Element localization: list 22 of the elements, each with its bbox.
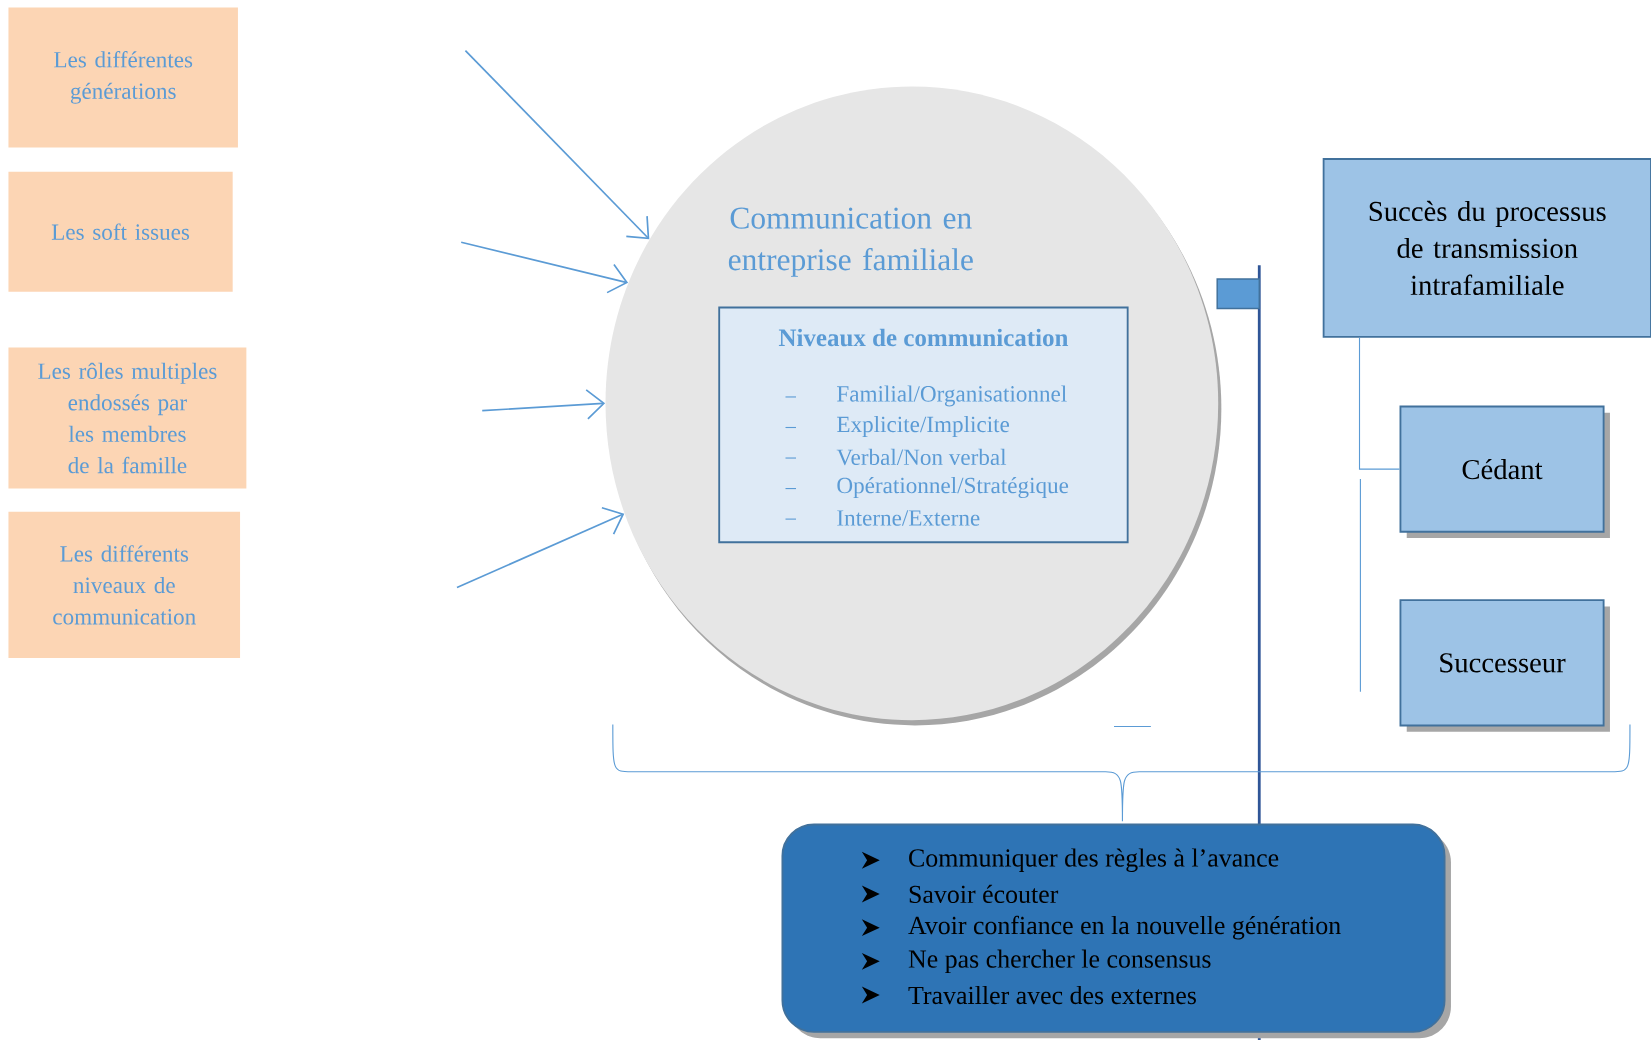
goal-box: Succès du processus de transmission intrafamiliale xyxy=(1322,157,1651,338)
list-item: Avoir confiance en la nouvelle génération xyxy=(908,915,1341,940)
arrow xyxy=(464,49,650,240)
role-box: Cédant xyxy=(1399,405,1610,538)
factor-box: Les différentes générations xyxy=(8,7,238,148)
list-item: Communiquer des règles à l’avance xyxy=(909,848,1279,872)
factor-box: Les rôles multiples endossés par les membres de la famille xyxy=(8,347,247,489)
list-item: Travailler avec des externes xyxy=(908,985,1196,1004)
factor-box: Les soft issues xyxy=(8,171,233,292)
factor-box: Les différents niveaux de communication xyxy=(8,511,241,658)
list-item: Explicite/Implicite xyxy=(837,415,1010,437)
list-item: Verbal/Non verbal xyxy=(836,448,1007,466)
list-item: Ne pas chercher le consensus xyxy=(908,949,1211,973)
role-box: Successeur xyxy=(1399,599,1610,732)
arrow xyxy=(456,506,625,589)
list-item: Savoir écouter xyxy=(909,884,1059,903)
advice-box xyxy=(781,823,1451,1039)
arrow xyxy=(481,388,606,420)
list-item: Opérationnel/Stratégique xyxy=(837,476,1069,498)
arrow xyxy=(460,241,629,294)
list-item: Familial/Organisationnel xyxy=(837,385,1067,407)
list-item: Interne/Externe xyxy=(837,510,980,526)
